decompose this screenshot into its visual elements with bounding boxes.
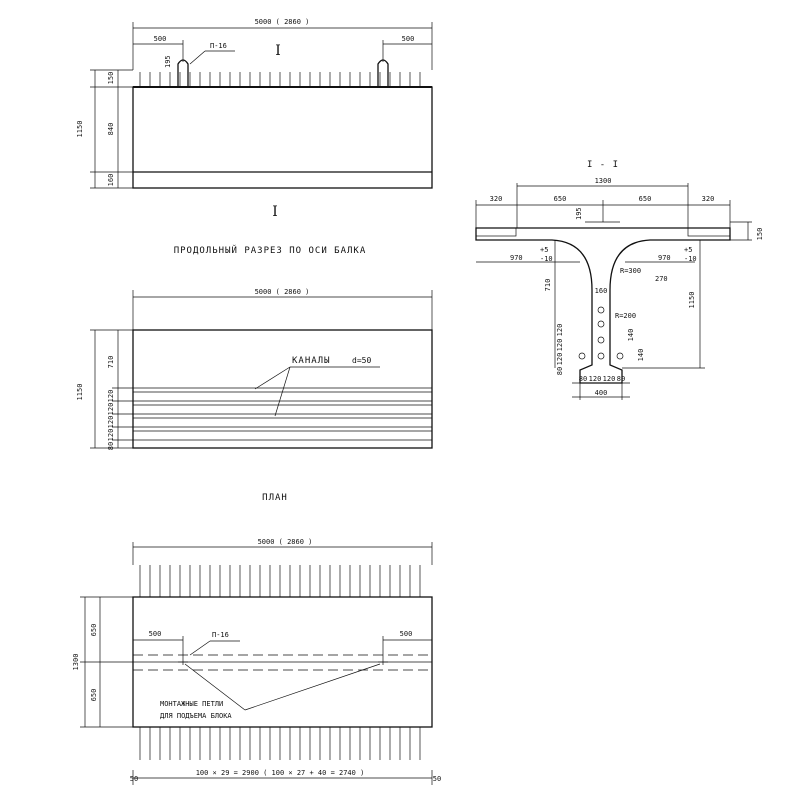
long-section-dim-5: 80 [107, 442, 115, 450]
plan-left-offset: 500 [149, 630, 162, 638]
cross-part-2: 650 [554, 195, 567, 203]
elevation-loop-label: П-16 [210, 42, 227, 50]
longitudinal-section: 5000 ( 2860 ) КАНАЛЫ d=50 1150 710 120 1… [76, 288, 433, 450]
plan-note-line1: МОНТАЖНЫЕ ПЕТЛИ [160, 700, 223, 708]
plan-note-line2: ДЛЯ ПОДЪЕМА БЛОКА [160, 712, 232, 720]
long-section-dim-1: 120 [107, 390, 115, 403]
cross-total-width: 1300 [595, 177, 612, 185]
cross-bottom-dim-4: 80 [617, 375, 625, 383]
cross-right-dim-a: 140 [627, 329, 635, 342]
elevation-height-total: 1150 [76, 121, 84, 138]
cross-part-1: 320 [490, 195, 503, 203]
cross-left-dim-2: 120 [556, 339, 564, 352]
cross-section-title: I - I [587, 160, 619, 170]
cross-left-level: 970 [510, 254, 523, 262]
cross-height-total: 1150 [688, 292, 696, 309]
elevation-height-mid: 840 [107, 123, 115, 136]
cross-left-dim-1: 120 [556, 324, 564, 337]
long-section-height-total: 1150 [76, 384, 84, 401]
plan-end-left: 50 [130, 775, 138, 783]
cross-section: I - I 1300 320 650 650 320 195 150 970 +… [475, 160, 764, 400]
elevation-section-mark: I [275, 43, 281, 59]
cross-bottom-dim-1: 80 [579, 375, 587, 383]
elevation-section-mark-bottom: I [272, 204, 278, 220]
long-section-dim-2: 120 [107, 403, 115, 416]
cross-bottom-total: 400 [595, 389, 608, 397]
plan-stirrup-formula: 100 × 29 = 2900 ( 100 × 27 + 40 = 2740 ) [196, 769, 365, 777]
cross-flange-thk: 150 [756, 228, 764, 241]
cross-web-top-dim: 195 [575, 207, 583, 220]
long-section-channels-label: КАНАЛЫ [292, 356, 331, 366]
long-section-overall-dim: 5000 ( 2860 ) [255, 288, 310, 296]
elevation-overall-dim: 5000 ( 2860 ) [255, 18, 310, 26]
cross-radius-big: R=300 [620, 267, 641, 275]
plan-loop-label: П-16 [212, 631, 229, 639]
elevation-height-bottom: 160 [107, 174, 115, 187]
plan-end-right: 50 [433, 775, 441, 783]
cross-right-tol-minus: -10 [684, 255, 697, 263]
cross-radius-small: R=200 [615, 312, 636, 320]
plan-view: ПЛАН 5000 ( 2860 ) 500 500 П-16 МОНТАЖНЫ… [72, 493, 441, 785]
cross-right-tol-plus: +5 [684, 246, 692, 254]
plan-overall-dim: 5000 ( 2860 ) [258, 538, 313, 546]
cross-right-dim-b: 140 [637, 349, 645, 362]
long-section-channels-dia: d=50 [352, 356, 371, 365]
elevation-height-top: 150 [107, 72, 115, 85]
plan-width-bottom: 650 [90, 689, 98, 702]
cross-left-dim-3: 120 [556, 353, 564, 366]
long-section-dim-3: 120 [107, 416, 115, 429]
cross-left-tol-minus: -10 [540, 255, 553, 263]
cross-web-height: 710 [544, 279, 552, 292]
plan-width-total: 1300 [72, 654, 80, 671]
elevation-caption: ПРОДОЛЬНЫЙ РАЗРЕЗ ПО ОСИ БАЛКА [174, 244, 367, 256]
cross-bottom-dim-2: 120 [589, 375, 602, 383]
long-section-height-top: 710 [107, 356, 115, 369]
long-section-dim-4: 120 [107, 429, 115, 442]
cross-left-tol-plus: +5 [540, 246, 548, 254]
cross-part-4: 320 [702, 195, 715, 203]
cross-web-width: 160 [595, 287, 608, 295]
cross-part-3: 650 [639, 195, 652, 203]
cross-right-level: 970 [658, 254, 671, 262]
plan-title: ПЛАН [262, 493, 288, 503]
cross-dim-270: 270 [655, 275, 668, 283]
cross-left-dim-4: 80 [556, 367, 564, 375]
plan-width-top: 650 [90, 624, 98, 637]
plan-right-offset: 500 [400, 630, 413, 638]
elevation-view: 5000 ( 2860 ) 500 500 П-16 195 I 1150 15… [76, 18, 433, 256]
elevation-loop-height: 195 [164, 55, 172, 68]
cross-bottom-dim-3: 120 [603, 375, 616, 383]
elevation-left-offset: 500 [154, 35, 167, 43]
elevation-right-offset: 500 [402, 35, 415, 43]
